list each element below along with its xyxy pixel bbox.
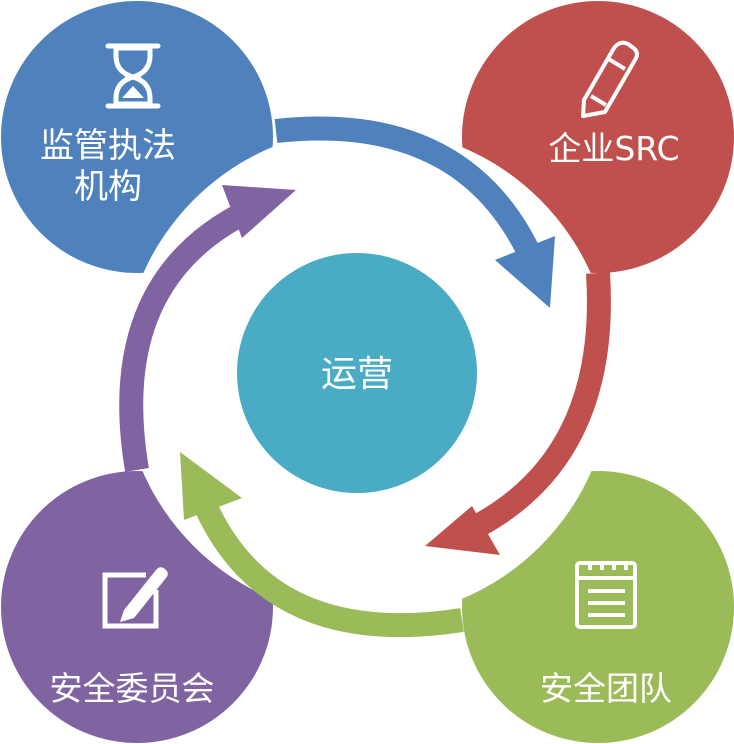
arrow-enterprise-to-team xyxy=(464,272,611,541)
node-security-team-label: 安全团队 xyxy=(540,669,672,708)
node-regulator-label-line1: 监管执法 xyxy=(40,126,176,166)
node-enterprise-src-label: 企业SRC xyxy=(548,129,679,168)
arrow-team-to-committee xyxy=(194,500,464,638)
center-circle xyxy=(237,253,477,493)
center-node: 运营 xyxy=(237,253,477,493)
node-regulator-label-line2: 机构 xyxy=(74,167,142,207)
pencil-icon xyxy=(581,40,639,118)
node-security-committee-label: 安全委员会 xyxy=(50,669,215,708)
arrow-regulator-to-enterprise-head xyxy=(495,236,555,308)
arrow-regulator-to-enterprise xyxy=(274,116,548,273)
center-label: 运营 xyxy=(321,354,393,395)
arrow-team-to-committee-head xyxy=(180,452,242,520)
edit-box-icon xyxy=(102,567,168,629)
arrow-enterprise-to-team-head xyxy=(425,506,500,555)
hourglass-icon xyxy=(105,43,161,109)
arrow-committee-to-regulator xyxy=(119,199,256,472)
document-list-icon xyxy=(575,561,637,629)
arrow-committee-to-regulator-head xyxy=(222,185,296,238)
